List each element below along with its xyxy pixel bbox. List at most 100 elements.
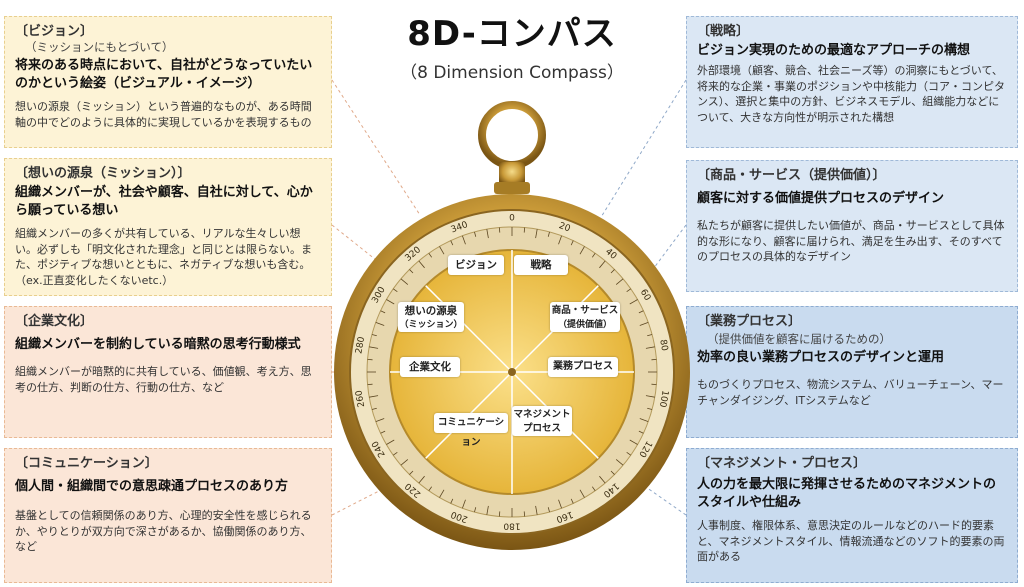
dial-number: 260 [354,389,367,408]
page-title: 8D-コンパス [407,14,617,54]
segment-product-line1: 商品・サービス [551,305,619,316]
management-process-box: 〔マネジメント・プロセス〕 人の力を最大限に発揮させるためのマネジメントのスタイ… [686,448,1018,583]
mission-box: 〔想いの源泉（ミッション）〕 組織メンバーが、社会や顧客、自社に対して、心から願… [4,158,332,296]
segment-product: 商品・サービス （提供価値） [550,302,620,332]
dial-ticks [367,227,657,517]
dial-tick [400,459,409,466]
vision-head: 将来のある時点において、自社がどうなっていたいのかという絵姿（ビジュアル・イメー… [15,58,313,91]
segment-strategy: 戦略 [514,255,568,275]
dial-number: 100 [657,389,670,408]
dial-tick [418,260,425,269]
mission-tag: 〔想いの源泉（ミッション）〕 [15,166,191,181]
dial-number: 80 [657,339,669,352]
culture-body: 組織メンバーが暗黙的に共有している、価値観、考え方、思考の仕方、判断の仕方、行動… [15,365,312,394]
dial-tick [570,498,574,504]
business-process-box: 〔業務プロセス〕 （提供価値を顧客に届けるための） 効率の良い業務プロセスのデザ… [686,306,1018,438]
dial-tick [474,507,477,513]
segment-communication: コミュニケーション [434,413,508,448]
management-head: 人の力を最大限に発揮させるためのマネジメントのスタイルや仕組み [697,477,997,510]
dial-tick [570,240,574,246]
segment-management-line2: プロセス [522,423,561,434]
dial-tick [558,499,562,509]
dial-number: 0 [509,214,515,224]
management-tag: 〔マネジメント・プロセス〕 [697,456,867,471]
connector-communication [331,469,421,516]
dial-tick [450,498,454,504]
dial-tick [439,246,445,255]
dial-tick [535,505,538,515]
business-process-body: ものづくりプロセス、物流システム、バリューチェーン、マーチャンダイジング、ITシ… [697,378,1004,407]
vision-body: 想いの源泉（ミッション）という普遍的なものが、ある時間軸の中でどのように具体的に… [15,100,312,129]
dial-tick [647,334,653,337]
dial-tick [380,430,386,434]
compass-ring [478,101,546,169]
dial-tick [591,252,596,258]
product-tag: 〔商品・サービス（提供価値）〕 [697,168,886,183]
dial-tick [486,229,489,239]
dial-tick [610,470,615,475]
culture-box: 〔企業文化〕 組織メンバーを制約している暗黙の思考行動様式 組織メンバーが暗黙的… [4,306,332,438]
dial-tick [547,231,550,237]
dial-tick [450,240,454,246]
dial-tick [369,346,379,349]
dial-tick [428,252,433,258]
dial-tick [462,235,466,245]
segment-product-line2: （提供価値） [557,320,612,330]
segment-management: マネジメント プロセス [512,406,572,436]
compass-stem [499,162,525,186]
dial-number: 20 [557,221,571,234]
product-head: 顧客に対する価値提供プロセスのデザイン [697,191,945,206]
segment-mission-line2: （ミッション） [399,320,463,330]
dial-tick [638,430,644,434]
strategy-tag: 〔戦略〕 [697,24,750,39]
dial-tick [371,407,377,410]
mission-body: 組織メンバーの多くが共有している、リアルな生々しい想い。必ずしも「明文化された理… [15,227,312,287]
segment-vision: ビジョン [448,255,504,275]
dial-tick [615,278,624,285]
dial-tick [599,260,606,269]
dial-tick [547,507,550,513]
dial-tick [626,451,632,456]
dial-tick [392,451,398,456]
dial-tick [591,486,596,492]
dial-tick [535,229,538,239]
dial-tick [371,334,377,337]
dial-tick [639,322,649,326]
dial-tick [579,489,585,498]
dial-tick [599,475,606,484]
communication-box: 〔コミュニケーション〕 個人間・組織間での意思疎通プロセスのあり方 基盤としての… [4,448,332,583]
dial-tick [386,299,395,305]
dial-tick [639,418,649,422]
vision-tag: 〔ビジョン〕 [15,24,94,39]
dial-tick [615,459,624,466]
dial-tick [386,439,395,445]
segment-mission-line1: 想いの源泉 [404,305,458,317]
segment-process: 業務プロセス [548,357,618,377]
dial-tick [486,505,489,515]
dial-tick [375,418,385,422]
strategy-box: 〔戦略〕 ビジョン実現のための最適なアプローチの構想 外部環境（顧客、競合、社会… [686,16,1018,148]
strategy-head: ビジョン実現のための最適なアプローチの構想 [697,43,971,58]
business-process-tag: 〔業務プロセス〕 [697,314,802,329]
dial-tick [409,470,414,475]
segment-culture: 企業文化 [400,357,460,377]
business-process-head: 効率の良い業務プロセスのデザインと運用 [697,350,945,365]
dial-number: 180 [503,521,520,531]
mission-head: 組織メンバーが、社会や顧客、自社に対して、心から願っている想い [15,185,313,218]
dial-tick [626,288,632,293]
dial-tick [610,269,615,274]
dial-tick [400,278,409,285]
dial-tick [439,489,445,498]
connector-strategy [589,79,687,236]
dial-tick [418,475,425,484]
product-box: 〔商品・サービス（提供価値）〕 顧客に対する価値提供プロセスのデザイン 私たちが… [686,160,1018,292]
dial-tick [369,395,379,398]
dial-tick [375,322,385,326]
dial-number: 280 [354,336,367,355]
dial-tick [645,395,655,398]
business-process-sub: （提供価値を顧客に届けるための） [707,332,891,346]
page-subtitle: （8 Dimension Compass） [400,63,624,83]
dial-tick [380,310,386,314]
dial-tick [629,299,638,305]
culture-tag: 〔企業文化〕 [15,314,94,329]
